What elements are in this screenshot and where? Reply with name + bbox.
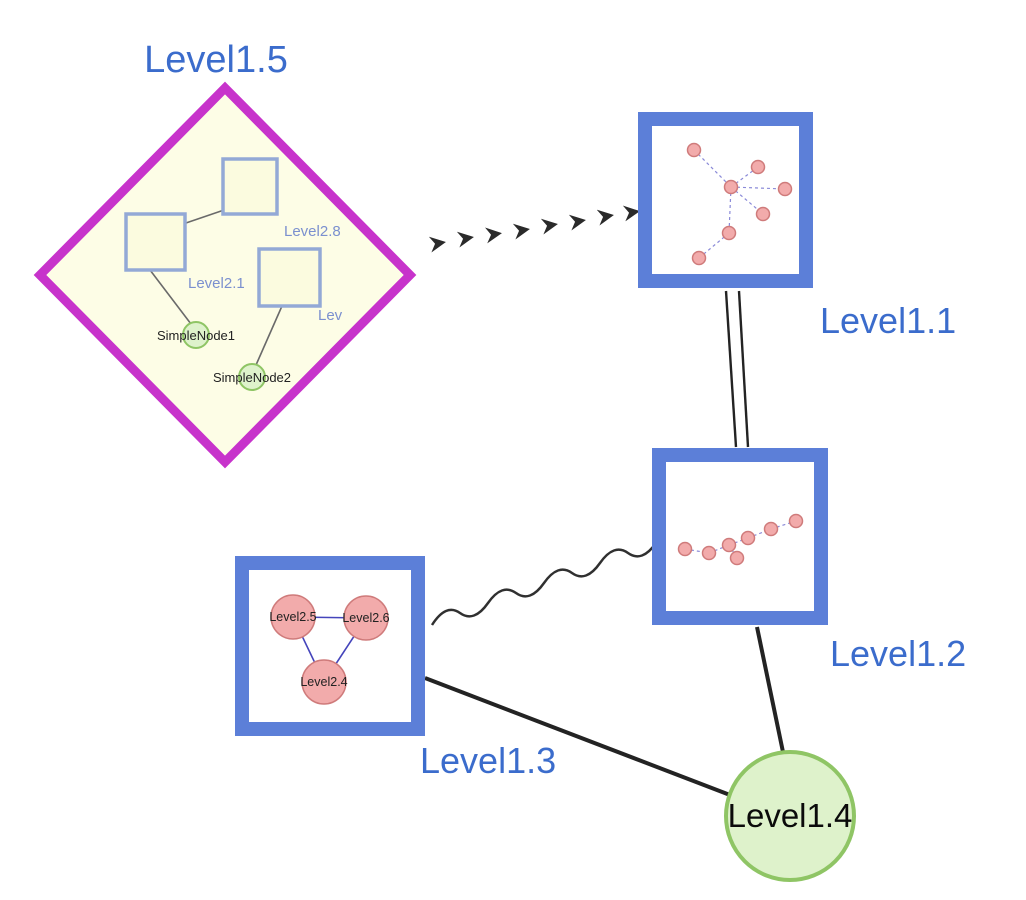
node-level2-1[interactable] (124, 212, 187, 272)
node-level2-5[interactable] (270, 594, 316, 640)
node-level1-4[interactable]: Level1.4 (724, 750, 856, 882)
node-simplenode2[interactable] (238, 363, 266, 391)
diamond-shape[interactable] (33, 81, 417, 469)
graph-node[interactable] (686, 142, 702, 158)
graph-node[interactable] (723, 179, 739, 195)
node-level1-3[interactable]: Level2.5 Level2.6 Level2.4 (235, 556, 425, 736)
edge-level21-simplenode1[interactable] (149, 269, 192, 325)
graph-node[interactable] (740, 530, 756, 546)
edge-level11-level12-b[interactable] (737, 290, 750, 448)
label-level2-6: Level2.6 (342, 611, 389, 625)
edge-lev-simplenode2[interactable] (255, 305, 283, 366)
label-simplenode2: SimpleNode2 (213, 370, 291, 385)
node-level2-4[interactable] (301, 659, 347, 705)
label-level1-4: Level1.4 (728, 797, 853, 834)
level1-2-subgraph (677, 513, 804, 566)
node-level2-8[interactable] (221, 157, 279, 216)
level1-3-frame[interactable] (235, 556, 425, 736)
level1-1-frame[interactable] (638, 112, 813, 288)
level1-1-subgraph (686, 142, 793, 266)
graph-node[interactable] (729, 550, 745, 566)
edge-level13-level12-wavy[interactable] (430, 542, 658, 626)
level1-3-subgraph: Level2.5 Level2.6 Level2.4 (269, 594, 390, 705)
graph-node[interactable] (750, 159, 766, 175)
node-level2-x[interactable] (257, 247, 322, 308)
label-level2-x: Lev (318, 307, 343, 324)
graph-node[interactable] (777, 181, 793, 197)
label-level2-5: Level2.5 (269, 610, 316, 624)
label-level1-5: Level1.5 (144, 39, 288, 81)
label-level2-4: Level2.4 (300, 675, 347, 689)
graph-node[interactable] (763, 521, 779, 537)
edge-level21-level28[interactable] (182, 208, 228, 225)
label-level2-8: Level2.8 (284, 223, 341, 240)
graph-node[interactable] (721, 537, 737, 553)
node-level1-1[interactable] (638, 112, 813, 288)
edge-level11-level12-a[interactable] (724, 290, 738, 448)
node-level1-2[interactable] (652, 448, 828, 625)
graph-node[interactable] (788, 513, 804, 529)
edge-level15-level11[interactable] (412, 205, 640, 253)
graph-node[interactable] (721, 225, 737, 241)
label-simplenode1: SimpleNode1 (157, 328, 235, 343)
level1-2-frame[interactable] (652, 448, 828, 625)
graph-node[interactable] (691, 250, 707, 266)
graph-node[interactable] (677, 541, 693, 557)
graph-node[interactable] (755, 206, 771, 222)
label-level2-1: Level2.1 (188, 275, 245, 292)
node-level1-5[interactable]: Level2.8 Level2.1 Lev SimpleNode1 Simple… (33, 81, 417, 469)
node-simplenode1[interactable] (182, 321, 210, 349)
label-level1-3: Level1.3 (420, 740, 556, 781)
label-level1-1: Level1.1 (820, 300, 956, 341)
level1-4-shape[interactable] (724, 750, 856, 882)
edge-level13-level14[interactable] (424, 676, 731, 797)
graph-node[interactable] (701, 545, 717, 561)
node-level2-6[interactable] (343, 595, 389, 641)
edge-level12-level14[interactable] (755, 626, 785, 753)
label-level1-2: Level1.2 (830, 633, 966, 674)
